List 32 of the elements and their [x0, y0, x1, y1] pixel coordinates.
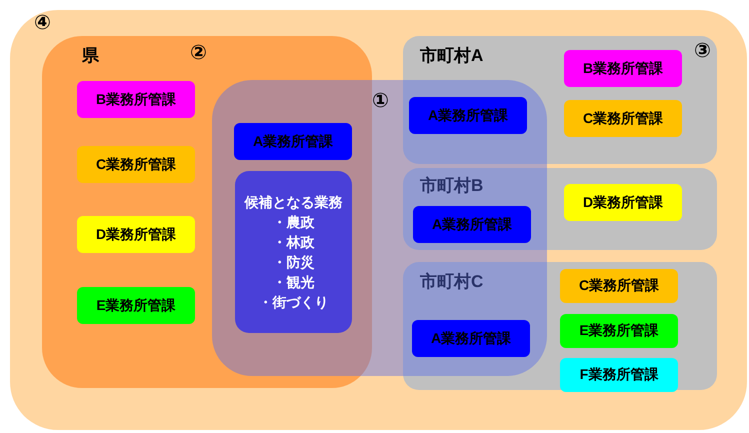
section-label-box: D業務所管課	[564, 184, 682, 221]
list-item: ・農政	[272, 213, 314, 232]
municipality-panel	[403, 262, 717, 390]
municipality-panel	[403, 36, 717, 164]
circled-number: ①	[372, 89, 389, 113]
list-heading: 候補となる業務	[244, 193, 342, 212]
section-label-box: A業務所管課	[234, 123, 352, 160]
task-list-box	[235, 171, 352, 333]
section-label-box: A業務所管課	[409, 97, 527, 134]
list-item: ・防災	[272, 253, 314, 272]
region-title: 市町村A	[420, 45, 484, 67]
list-item: ・街づくり	[258, 293, 328, 312]
region-title: 市町村C	[420, 271, 484, 293]
section-label-box: B業務所管課	[77, 81, 195, 118]
section-label-box: A業務所管課	[413, 206, 531, 243]
section-label-box: D業務所管課	[77, 216, 195, 253]
region-title: 市町村B	[420, 175, 484, 197]
circled-number: ②	[190, 41, 207, 65]
section-label-box: E業務所管課	[560, 314, 678, 348]
outer-region	[10, 10, 747, 430]
section-label-box: B業務所管課	[564, 50, 682, 87]
section-label-box: C業務所管課	[564, 100, 682, 137]
circled-number: ③	[694, 39, 711, 63]
section-label-box: C業務所管課	[77, 146, 195, 183]
section-label-box: E業務所管課	[77, 287, 195, 324]
list-item: ・林政	[272, 233, 314, 252]
section-label-box: F業務所管課	[560, 358, 678, 392]
circled-number: ④	[34, 11, 51, 35]
list-item: ・観光	[272, 273, 314, 292]
section-label-box: A業務所管課	[412, 320, 530, 357]
region-title: 県	[82, 45, 99, 67]
section-label-box: C業務所管課	[560, 269, 678, 303]
